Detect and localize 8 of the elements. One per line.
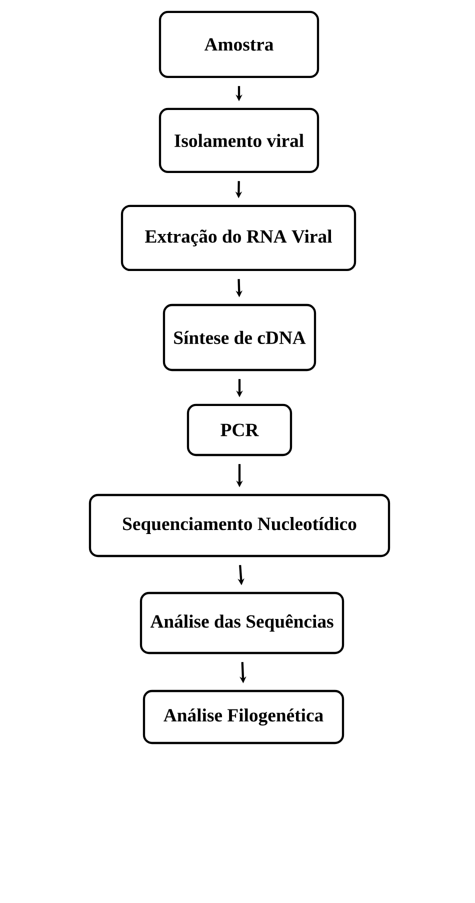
- process-box: Síntese de cDNA: [162, 304, 316, 372]
- process-box: Amostra: [158, 10, 320, 78]
- process-box: Extração do RNA Viral: [120, 204, 356, 272]
- process-box: Análise das Sequências: [140, 592, 344, 654]
- process-box: Isolamento viral: [158, 108, 320, 174]
- process-box: PCR: [186, 404, 292, 456]
- process-box: Sequenciamento Nucleotídico: [88, 494, 390, 558]
- process-box: Análise Filogenética: [142, 690, 344, 744]
